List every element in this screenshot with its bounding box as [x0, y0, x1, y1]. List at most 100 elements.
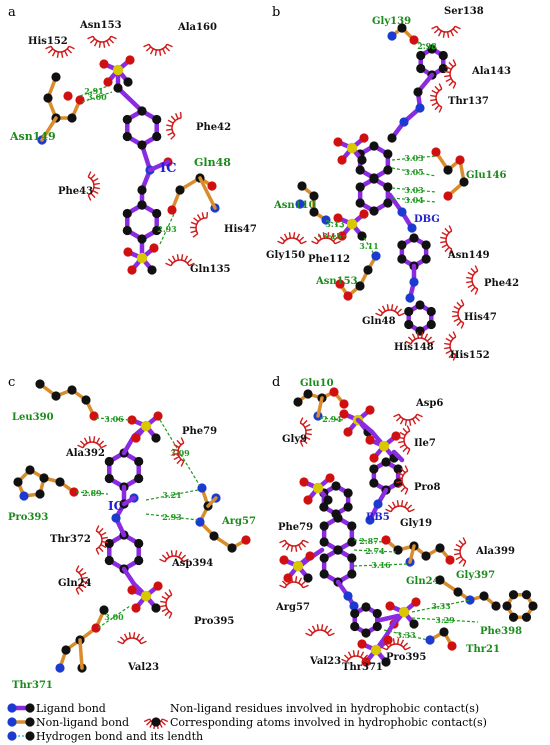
hydrophobic-contact-arc — [284, 581, 304, 589]
carbon-atom — [51, 391, 61, 401]
sulfur-atom — [378, 440, 390, 452]
hydrophobic-contact-spoke — [397, 471, 404, 476]
nitrogen-atom — [349, 601, 359, 611]
hydrophobic-contact-spoke — [316, 624, 320, 631]
carbon-atom — [137, 106, 147, 116]
hydrophobic-contact-spoke — [305, 428, 312, 432]
nitrogen-atom — [111, 513, 121, 523]
oxygen-atom — [303, 495, 313, 505]
contact-residue-label: Pro395 — [194, 616, 234, 627]
hydrophobic-contact-spoke — [397, 484, 404, 489]
carbon-atom — [122, 208, 132, 219]
carbon-atom — [343, 502, 353, 512]
hydrophobic-contact-spoke — [360, 651, 365, 658]
hbond-distance: 3.33 — [396, 630, 416, 640]
oxygen-atom — [91, 623, 101, 633]
oxygen-atom — [123, 247, 133, 257]
hydrophobic-contact-spoke — [311, 625, 316, 632]
hydrophobic-contact-spoke — [164, 46, 171, 52]
hydrophobic-contact-spoke — [161, 595, 168, 600]
hydrophobic-contact-spoke — [172, 452, 179, 456]
hbond-distance: 2.94 — [322, 414, 342, 424]
hydrophobic-contact-spoke — [110, 35, 117, 40]
ligand-name: IC — [108, 499, 123, 513]
hydrogen-bond — [75, 491, 109, 495]
hydrophobic-contact-spoke — [385, 508, 392, 513]
hydrophobic-contact-spoke — [347, 651, 352, 658]
hydrophobic-contact-spoke — [392, 638, 396, 645]
carbon-atom — [361, 602, 371, 612]
carbon-atom — [67, 113, 77, 123]
hydrophobic-contact-spoke — [87, 171, 92, 178]
hydrophobic-contact-spoke — [123, 633, 128, 640]
hydrophobic-contact-arc — [50, 45, 70, 53]
carbon-atom — [361, 628, 371, 638]
hydrophobic-contact-spoke — [300, 240, 307, 245]
nitrogen-atom — [7, 717, 17, 727]
carbon-atom — [421, 254, 431, 264]
hbond-residue-label: Gly397 — [456, 570, 495, 581]
hydrophobic-contact-spoke — [450, 30, 455, 37]
oxygen-atom — [131, 603, 141, 613]
nitrogen-atom — [465, 595, 475, 605]
hydrophobic-contact-spoke — [402, 642, 409, 648]
hydrophobic-contact-spoke — [375, 312, 382, 317]
oxygen-atom — [207, 181, 217, 191]
hydrophobic-contact-arc — [75, 570, 83, 590]
hydrophobic-contact-spoke — [179, 111, 182, 119]
carbon-atom — [347, 569, 357, 579]
hydrophobic-contact-spoke — [448, 225, 453, 232]
oxygen-atom — [339, 399, 349, 409]
hbond-residue-label: Thr21 — [466, 644, 500, 655]
contact-residue-label: Gly150 — [266, 250, 305, 261]
nonligand-bond — [316, 396, 324, 418]
hydrophobic-contact-spoke — [428, 340, 435, 345]
hydrophobic-contact-spoke — [448, 61, 454, 68]
carbon-atom — [459, 177, 469, 187]
carbon-atom — [137, 200, 147, 210]
carbon-atom — [319, 521, 329, 531]
oxygen-atom — [369, 453, 379, 463]
hbond-distance: 2.98 — [417, 41, 437, 51]
ligand-bond — [115, 85, 145, 114]
hydrophobic-contact-spoke — [47, 48, 54, 54]
carbon-atom — [357, 155, 367, 165]
hydrophobic-contact-spoke — [298, 544, 303, 551]
hydrophobic-contact-spoke — [92, 190, 99, 195]
hydrophobic-contact-spoke — [381, 646, 388, 651]
carbon-atom — [479, 591, 489, 601]
carbon-atom — [323, 495, 333, 505]
ligand-name: DBG — [414, 214, 440, 225]
hydrophobic-contact-spoke — [98, 546, 104, 553]
carbon-atom — [355, 165, 365, 175]
hydrophobic-contact-spoke — [456, 320, 462, 327]
hydrophobic-contact-spoke — [87, 194, 92, 201]
hydrophobic-contact-spoke — [162, 48, 167, 55]
hydrophobic-contact-spoke — [162, 718, 169, 723]
hydrophobic-contact-spoke — [441, 244, 448, 249]
hydrophobic-contact-spoke — [56, 51, 60, 58]
hydrophobic-contact-arc — [310, 629, 330, 637]
hydrophobic-contact-spoke — [396, 476, 403, 480]
hydrogen-bond — [411, 617, 479, 623]
carbon-atom — [137, 234, 147, 244]
hydrophobic-contact-arc — [449, 64, 457, 84]
hydrophobic-contact-arc — [282, 237, 302, 245]
carbon-atom — [421, 240, 431, 250]
hydrophobic-contact-spoke — [80, 584, 87, 589]
hydrophobic-contact-arc — [445, 230, 453, 250]
hydrophobic-contact-spoke — [445, 78, 452, 83]
hydrophobic-contact-spoke — [161, 554, 168, 560]
hydrophobic-contact-spoke — [288, 232, 292, 239]
carbon-atom — [355, 182, 365, 192]
carbon-atom — [409, 233, 419, 243]
hydrophobic-contact-spoke — [174, 550, 178, 557]
hbond-distance: 3.05 — [404, 167, 423, 177]
hydrophobic-contact-arc — [95, 530, 103, 550]
hydrophobic-contact-spoke — [412, 418, 417, 425]
hydrophobic-contact-spoke — [381, 305, 386, 312]
nitrogen-atom — [387, 31, 397, 41]
hydrophobic-contact-arc — [401, 470, 409, 490]
hydrophobic-contact-spoke — [474, 265, 479, 272]
carbon-atom — [415, 326, 425, 336]
